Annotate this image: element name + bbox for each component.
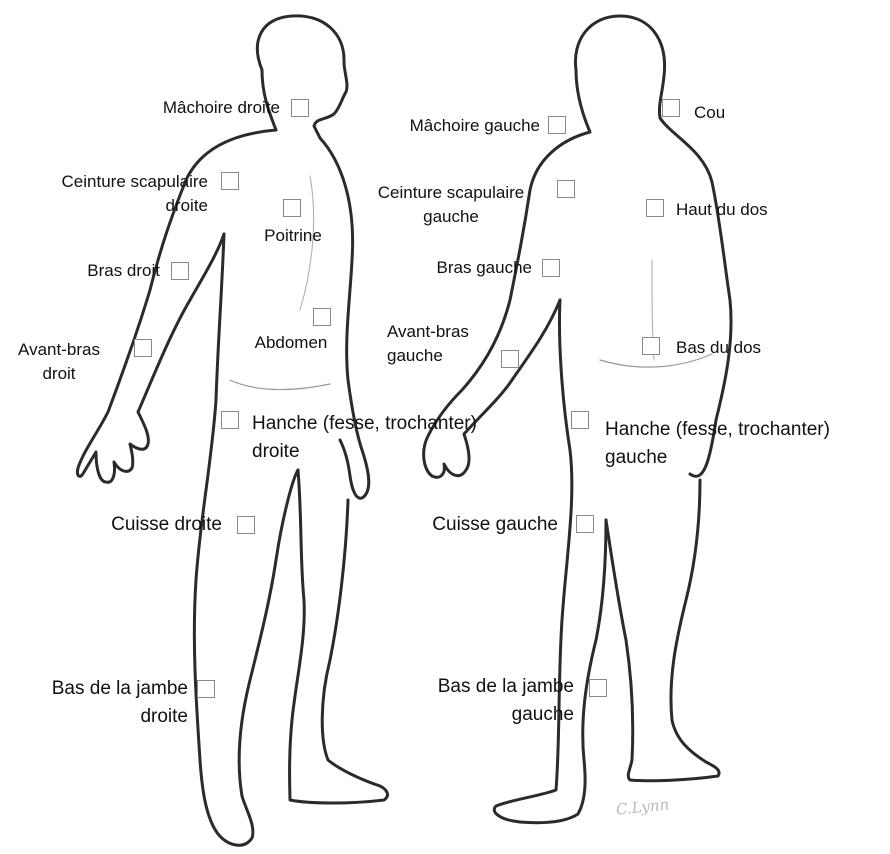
forearm-left-checkbox[interactable]: [501, 350, 519, 368]
abdomen-checkbox[interactable]: [313, 308, 331, 326]
upper-back-label: Haut du dos: [676, 198, 806, 222]
hip-left-label: Hanche (fesse, trochanter) gauche: [605, 416, 889, 472]
thigh-right-label: Cuisse droite: [60, 511, 222, 539]
shoulder-left-checkbox[interactable]: [557, 180, 575, 198]
jaw-left-checkbox[interactable]: [548, 116, 566, 134]
shoulder-left-label: Ceinture scapulaire gauche: [348, 181, 554, 229]
neck-checkbox[interactable]: [662, 99, 680, 117]
upper-arm-left-checkbox[interactable]: [542, 259, 560, 277]
chest-checkbox[interactable]: [283, 199, 301, 217]
lower-leg-right-label: Bas de la jambe droite: [4, 675, 188, 731]
shoulder-right-label: Ceinture scapulaire droite: [4, 170, 208, 218]
hip-right-checkbox[interactable]: [221, 411, 239, 429]
lower-leg-left-label: Bas de la jambe gauche: [386, 673, 574, 729]
upper-back-checkbox[interactable]: [646, 199, 664, 217]
jaw-left-label: Mâchoire gauche: [350, 114, 540, 138]
lower-leg-right-checkbox[interactable]: [197, 680, 215, 698]
upper-arm-left-label: Bras gauche: [380, 256, 532, 280]
hip-right-label: Hanche (fesse, trochanter) droite: [252, 410, 544, 466]
upper-arm-right-label: Bras droit: [40, 259, 160, 283]
hip-left-checkbox[interactable]: [571, 411, 589, 429]
chest-label: Poitrine: [246, 224, 340, 248]
jaw-right-label: Mâchoire droite: [90, 96, 280, 120]
shoulder-right-checkbox[interactable]: [221, 172, 239, 190]
abdomen-label: Abdomen: [236, 331, 346, 355]
thigh-left-checkbox[interactable]: [576, 515, 594, 533]
lower-leg-left-checkbox[interactable]: [589, 679, 607, 697]
lower-back-label: Bas du dos: [676, 336, 786, 360]
forearm-left-label: Avant-bras gauche: [387, 320, 497, 368]
forearm-right-checkbox[interactable]: [134, 339, 152, 357]
lower-back-checkbox[interactable]: [642, 337, 660, 355]
thigh-left-label: Cuisse gauche: [390, 511, 558, 539]
upper-arm-right-checkbox[interactable]: [171, 262, 189, 280]
forearm-right-label: Avant-bras droit: [6, 338, 112, 386]
thigh-right-checkbox[interactable]: [237, 516, 255, 534]
jaw-right-checkbox[interactable]: [291, 99, 309, 117]
neck-label: Cou: [694, 101, 754, 125]
